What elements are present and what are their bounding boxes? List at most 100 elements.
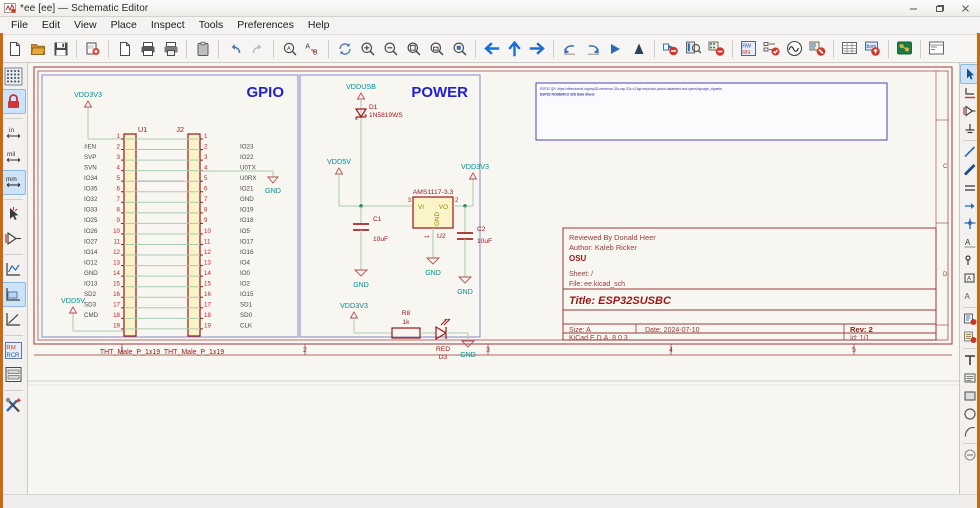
delete-icon[interactable]	[961, 446, 979, 464]
spreadsheet-icon[interactable]	[839, 38, 860, 59]
footprint-assign-icon[interactable]	[706, 38, 727, 59]
plot-icon[interactable]	[160, 38, 181, 59]
sheet-id: Id: 1/1	[850, 335, 870, 342]
symbol-library-icon[interactable]	[2, 363, 25, 386]
place-hier-label-icon[interactable]: A	[961, 269, 979, 287]
print-icon[interactable]	[137, 38, 158, 59]
pin-number: 6	[117, 186, 121, 193]
navigate-up-icon[interactable]	[504, 38, 525, 59]
units-inches-icon[interactable]: in	[2, 122, 25, 145]
wire-bus-90-icon[interactable]	[1, 282, 26, 307]
bom-icon[interactable]	[761, 38, 782, 59]
right-toolbar-separator	[963, 140, 977, 141]
maximize-icon[interactable]	[926, 0, 952, 16]
wire-bus-straight-icon[interactable]	[2, 258, 25, 281]
svg-text:A: A	[965, 292, 971, 301]
rotate-ccw-icon[interactable]	[559, 38, 580, 59]
led-branch: VDD3V3 R8 1k RED D3	[340, 301, 476, 361]
hidden-pins-icon[interactable]	[2, 227, 25, 250]
wire-to-bus-entry-icon[interactable]	[961, 179, 979, 197]
minimize-icon[interactable]	[900, 0, 926, 16]
zoom-in-icon[interactable]	[357, 38, 378, 59]
menu-place[interactable]: Place	[110, 19, 137, 31]
place-global-label-icon[interactable]	[961, 251, 979, 269]
import-sheet-pin-icon[interactable]	[961, 310, 979, 328]
new-sheet-icon[interactable]	[4, 38, 25, 59]
units-mm-icon[interactable]: mm	[1, 170, 26, 195]
navigate-forward-icon[interactable]	[527, 38, 548, 59]
grid-lock-icon[interactable]	[1, 89, 26, 114]
schematic-canvas[interactable]: 1 2 3 4 5 C D GPIO POWE	[28, 63, 959, 494]
grid-toggle-icon[interactable]	[2, 65, 25, 88]
place-no-connect-icon[interactable]	[961, 197, 979, 215]
place-symbol-icon[interactable]	[961, 102, 979, 120]
select-arrow-icon[interactable]	[960, 64, 980, 84]
label-text: VDD3V3	[74, 90, 102, 99]
open-folder-icon[interactable]	[27, 38, 48, 59]
u2-pin-vo: VO	[439, 204, 448, 211]
bom-export-icon[interactable]: bom	[862, 38, 883, 59]
zoom-fit-objects-icon[interactable]	[426, 38, 447, 59]
pin-number: 16	[204, 291, 211, 298]
ruler-row: D	[943, 272, 948, 278]
schematic-setup-icon[interactable]	[926, 38, 947, 59]
zoom-out-icon[interactable]	[380, 38, 401, 59]
draw-circle-icon[interactable]	[961, 405, 979, 423]
d3-ref: D3	[439, 354, 448, 361]
board-setup-icon[interactable]	[894, 38, 915, 59]
wire-bus-any-icon[interactable]	[2, 308, 25, 331]
pin-name: SD1	[240, 302, 253, 309]
tools-icon[interactable]	[2, 394, 25, 417]
pcb-editor-icon[interactable]	[807, 38, 828, 59]
menu-edit[interactable]: Edit	[41, 19, 61, 31]
place-sheet-icon[interactable]: A	[961, 287, 979, 305]
erc-icon[interactable]	[683, 38, 704, 59]
rotate-cw-icon[interactable]	[582, 38, 603, 59]
simulator-icon[interactable]	[784, 38, 805, 59]
pin-name: GND	[240, 196, 254, 203]
u1-value: THT_Male_P_1x19	[100, 349, 160, 356]
c1-value: 10uF	[373, 236, 388, 243]
find-icon[interactable]: A	[279, 38, 300, 59]
refresh-icon[interactable]	[334, 38, 355, 59]
navigate-back-icon[interactable]	[481, 38, 502, 59]
place-textbox-icon[interactable]	[961, 351, 979, 369]
place-text-icon[interactable]	[961, 328, 979, 346]
menu-help[interactable]: Help	[307, 19, 330, 31]
redo-icon[interactable]	[247, 38, 268, 59]
draw-bus-icon[interactable]	[961, 161, 979, 179]
menu-preferences[interactable]: Preferences	[237, 19, 294, 31]
close-icon[interactable]	[952, 0, 978, 16]
undo-icon[interactable]	[224, 38, 245, 59]
print-preview-icon[interactable]	[114, 38, 135, 59]
page-settings-icon[interactable]	[82, 38, 103, 59]
save-icon[interactable]	[50, 38, 71, 59]
highlight-net-icon[interactable]	[961, 84, 979, 102]
draw-rectangle-icon[interactable]	[961, 369, 979, 387]
cursor-full-window-icon[interactable]	[2, 203, 25, 226]
mirror-horizontal-icon[interactable]	[605, 38, 626, 59]
draw-arc-icon[interactable]	[961, 423, 979, 441]
reviewed-by: Reviewed By Donald Heer	[569, 233, 656, 242]
annotate-icon[interactable]	[660, 38, 681, 59]
mirror-vertical-icon[interactable]	[628, 38, 649, 59]
menu-view[interactable]: View	[74, 19, 97, 31]
menu-tools[interactable]: Tools	[198, 19, 224, 31]
place-junction-icon[interactable]	[961, 215, 979, 233]
place-power-port-icon[interactable]	[961, 120, 979, 138]
net-label-gnd-gpio: GND	[265, 171, 281, 195]
zoom-area-icon[interactable]	[449, 38, 470, 59]
paste-icon[interactable]	[192, 38, 213, 59]
zoom-fit-page-icon[interactable]	[403, 38, 424, 59]
draw-wire-icon[interactable]	[961, 143, 979, 161]
left-toolbar-separator	[4, 199, 23, 200]
menu-file[interactable]: File	[11, 19, 28, 31]
place-net-label-icon[interactable]: A	[961, 233, 979, 251]
draw-square-icon[interactable]	[961, 387, 979, 405]
schematic-textbox[interactable]: ESP32 QR: https://rfelectronicl.org/esp3…	[535, 82, 888, 141]
units-mils-icon[interactable]: mil	[2, 146, 25, 169]
menu-inspect[interactable]: Inspect	[150, 19, 185, 31]
